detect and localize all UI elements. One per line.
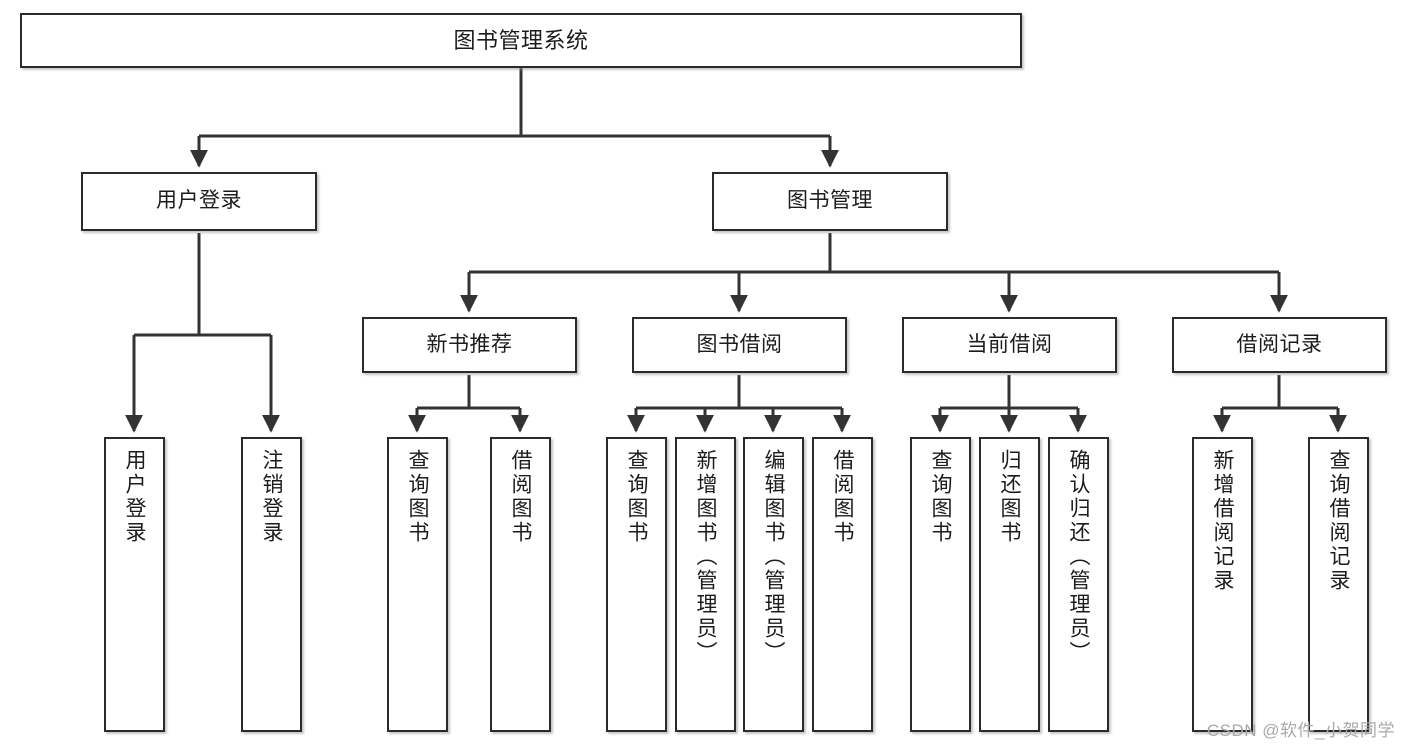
node-borrow-record-label: 借阅记录 xyxy=(1236,332,1323,356)
leaf-query-record-label: 查询借阅记录 xyxy=(1327,449,1350,593)
node-new-book-recommend[interactable]: 新书推荐 xyxy=(362,317,577,373)
node-user-login-label: 用户登录 xyxy=(156,189,242,213)
leaf-query-book-1-label: 查询图书 xyxy=(406,449,429,545)
node-book-borrow-label: 图书借阅 xyxy=(696,332,783,356)
node-current-borrow[interactable]: 当前借阅 xyxy=(902,317,1117,373)
node-root[interactable]: 图书管理系统 xyxy=(20,13,1022,68)
leaf-query-book-3-label: 查询图书 xyxy=(929,449,952,545)
leaf-query-book-2-label: 查询图书 xyxy=(625,449,648,545)
leaf-query-book-1[interactable]: 查询图书 xyxy=(387,437,448,732)
leaf-return-book[interactable]: 归还图书 xyxy=(979,437,1040,732)
node-new-book-recommend-label: 新书推荐 xyxy=(426,332,513,356)
leaf-borrow-book-1-label: 借阅图书 xyxy=(509,449,532,545)
node-book-borrow[interactable]: 图书借阅 xyxy=(632,317,847,373)
node-book-mgmt[interactable]: 图书管理 xyxy=(712,172,948,231)
leaf-add-record[interactable]: 新增借阅记录 xyxy=(1192,437,1253,732)
leaf-user-login-label: 用户登录 xyxy=(123,449,146,545)
leaf-borrow-book-1[interactable]: 借阅图书 xyxy=(490,437,551,732)
leaf-logout[interactable]: 注销登录 xyxy=(241,437,302,732)
leaf-confirm-return-label: 确认归还（管理员） xyxy=(1067,449,1090,665)
node-book-mgmt-label: 图书管理 xyxy=(787,189,873,213)
leaf-borrow-book-2[interactable]: 借阅图书 xyxy=(812,437,873,732)
node-borrow-record[interactable]: 借阅记录 xyxy=(1172,317,1387,373)
leaf-query-record[interactable]: 查询借阅记录 xyxy=(1308,437,1369,732)
node-current-borrow-label: 当前借阅 xyxy=(966,332,1053,356)
leaf-query-book-2[interactable]: 查询图书 xyxy=(606,437,667,732)
leaf-logout-label: 注销登录 xyxy=(260,449,283,545)
leaf-confirm-return[interactable]: 确认归还（管理员） xyxy=(1048,437,1109,732)
leaf-add-book[interactable]: 新增图书（管理员） xyxy=(675,437,736,732)
leaf-query-book-3[interactable]: 查询图书 xyxy=(910,437,971,732)
leaf-edit-book-label: 编辑图书（管理员） xyxy=(762,449,785,665)
leaf-add-book-label: 新增图书（管理员） xyxy=(694,449,717,665)
watermark: CSDN @软件_小贺同学 xyxy=(1206,721,1395,740)
leaf-add-record-label: 新增借阅记录 xyxy=(1211,449,1234,593)
node-root-label: 图书管理系统 xyxy=(453,27,589,53)
leaf-return-book-label: 归还图书 xyxy=(998,449,1021,545)
leaf-user-login[interactable]: 用户登录 xyxy=(104,437,165,732)
leaf-edit-book[interactable]: 编辑图书（管理员） xyxy=(743,437,804,732)
leaf-borrow-book-2-label: 借阅图书 xyxy=(831,449,854,545)
node-user-login[interactable]: 用户登录 xyxy=(81,172,317,231)
